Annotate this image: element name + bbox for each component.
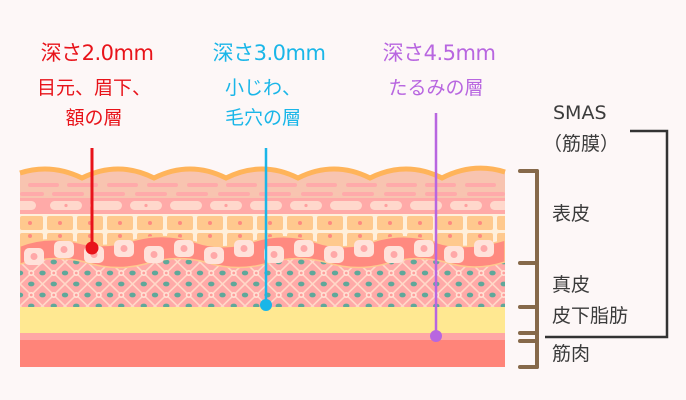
depth-2mm-marker [85, 241, 99, 255]
smas-label: SMAS [553, 102, 607, 124]
skin-layers [20, 168, 505, 367]
depth-3mm-desc-line2: 毛穴の層 [224, 107, 301, 129]
depth-3mm-title: 深さ3.0mm [212, 41, 326, 65]
smas-sublabel: （筋膜） [543, 133, 620, 155]
depth-2mm-title: 深さ2.0mm [40, 41, 154, 65]
layer-bracket [518, 169, 539, 369]
epidermis-label: 表皮 [552, 203, 591, 225]
dermis-label: 真皮 [552, 274, 591, 296]
smas-bracket [545, 129, 669, 339]
subcutaneous-fat-label: 皮下脂肪 [552, 305, 629, 327]
basal-layer [20, 235, 505, 269]
depth-45mm-marker [430, 330, 442, 342]
depth-2mm-desc-line1: 目元、眉下、 [36, 77, 151, 99]
muscle-layer [20, 340, 505, 367]
depth-45mm-desc-line1: たるみの層 [388, 77, 484, 99]
depth-3mm-desc-line1: 小じわ、 [224, 77, 301, 99]
muscle-label: 筋肉 [552, 343, 591, 365]
fascia-layer [20, 333, 505, 340]
subcutaneous-fat-layer [20, 307, 505, 333]
depth-3mm-marker [260, 299, 272, 311]
depth-45mm-title: 深さ4.5mm [382, 41, 496, 65]
depth-2mm-desc-line2: 額の層 [65, 107, 123, 129]
